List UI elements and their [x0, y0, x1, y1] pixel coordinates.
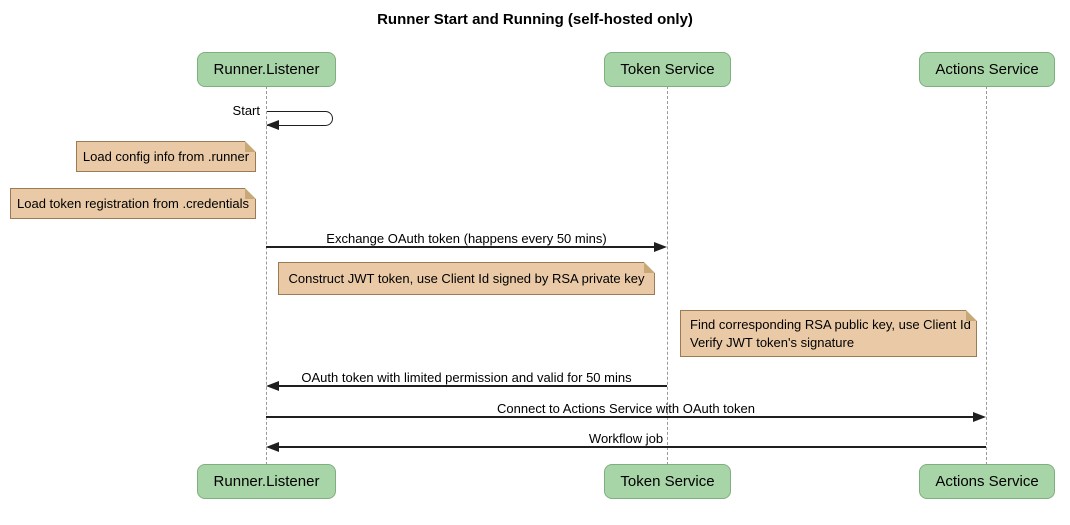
message-oauth-return-label: OAuth token with limited permission and … [301, 370, 632, 385]
message-workflow-job-label: Workflow job [588, 431, 664, 446]
lifeline-token-service [667, 86, 668, 465]
note-load-config: Load config info from .runner [76, 141, 256, 172]
diagram-title: Runner Start and Running (self-hosted on… [377, 11, 693, 28]
note-fold-icon [966, 310, 977, 321]
note-fold-icon [245, 141, 256, 152]
participant-runner-listener-top: Runner.Listener [197, 52, 336, 87]
message-exchange-oauth-line [266, 246, 658, 248]
note-fold-icon [245, 188, 256, 199]
message-start-label: Start [232, 103, 260, 118]
arrowhead-left-icon [266, 120, 279, 130]
lifeline-actions-service [986, 86, 987, 465]
arrowhead-right-icon [654, 242, 667, 252]
participant-token-service-top: Token Service [604, 52, 731, 87]
participant-token-service-bottom: Token Service [604, 464, 731, 499]
note-load-credentials-text: Load token registration from .credential… [17, 195, 249, 211]
self-message-loop [267, 111, 333, 126]
message-exchange-oauth-label: Exchange OAuth token (happens every 50 m… [326, 231, 607, 246]
arrowhead-left-icon [266, 442, 279, 452]
arrowhead-right-icon [973, 412, 986, 422]
message-connect-actions-line [266, 416, 977, 418]
arrowhead-left-icon [266, 381, 279, 391]
note-construct-jwt-text: Construct JWT token, use Client Id signe… [288, 270, 645, 286]
message-connect-actions-label: Connect to Actions Service with OAuth to… [497, 401, 755, 416]
participant-actions-service-bottom: Actions Service [919, 464, 1055, 499]
participant-runner-listener-bottom: Runner.Listener [197, 464, 336, 499]
note-construct-jwt: Construct JWT token, use Client Id signe… [278, 262, 655, 295]
note-verify-jwt: Find corresponding RSA public key, use C… [680, 310, 977, 357]
message-oauth-return-line [275, 385, 667, 387]
participant-actions-service-top: Actions Service [919, 52, 1055, 87]
note-fold-icon [644, 262, 655, 273]
lifeline-runner-listener [266, 86, 267, 465]
note-load-config-text: Load config info from .runner [82, 148, 250, 164]
note-verify-jwt-text: Find corresponding RSA public key, use C… [690, 316, 971, 350]
note-load-credentials: Load token registration from .credential… [10, 188, 256, 219]
message-workflow-job-line [275, 446, 986, 448]
